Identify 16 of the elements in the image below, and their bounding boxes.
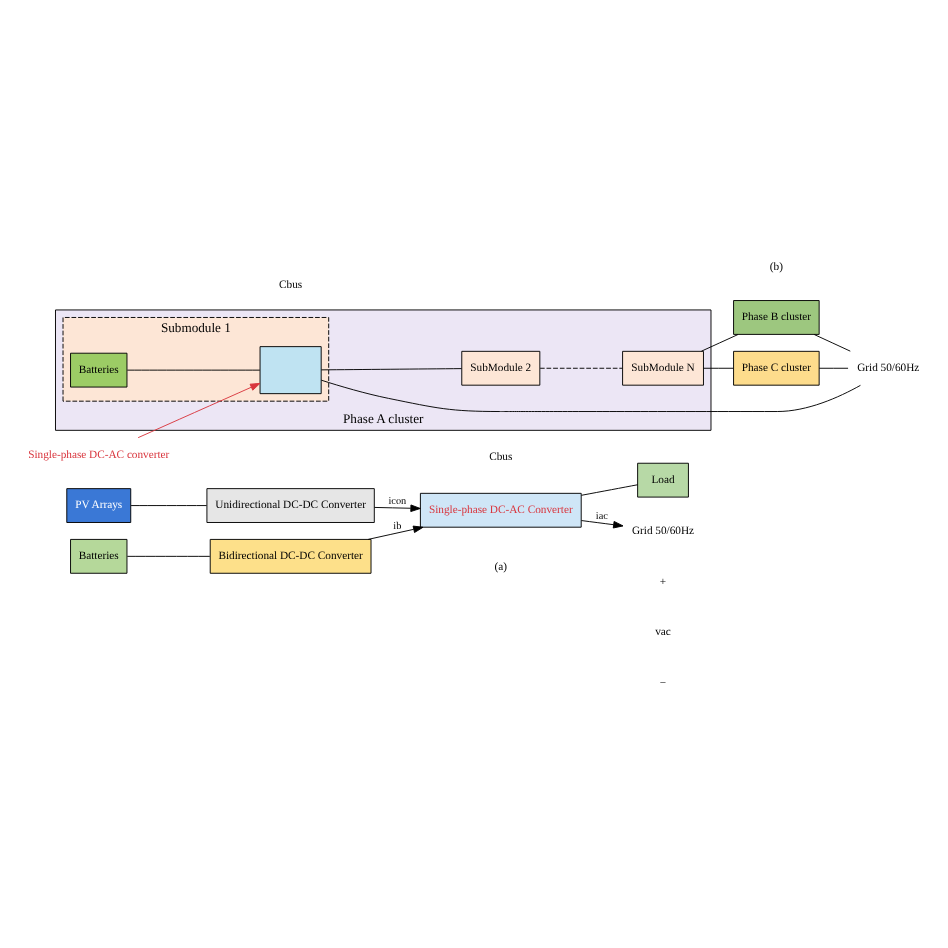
connector bbox=[581, 483, 639, 495]
connector bbox=[818, 366, 849, 368]
connector bbox=[703, 366, 734, 368]
arrow bbox=[581, 519, 624, 528]
node-box bbox=[259, 345, 322, 394]
arrow bbox=[374, 503, 421, 512]
arrow bbox=[137, 381, 261, 438]
connector bbox=[126, 554, 211, 556]
connector bbox=[320, 367, 463, 370]
connector bbox=[813, 333, 851, 351]
connector bbox=[539, 366, 623, 368]
connector bbox=[126, 368, 261, 370]
arrow bbox=[367, 524, 424, 539]
connector bbox=[700, 333, 739, 351]
connector bbox=[130, 504, 208, 506]
connector bbox=[320, 378, 861, 411]
